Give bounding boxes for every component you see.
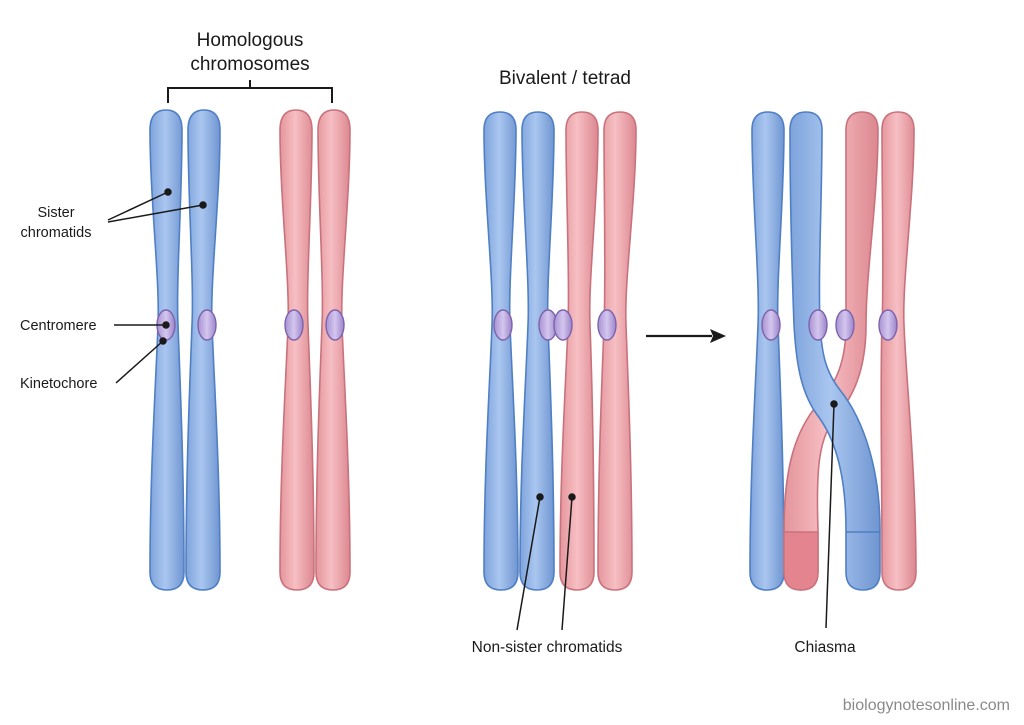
sister-chromatids-label-line1: Sister [37,205,74,221]
exchanged-segment-pink [783,531,819,591]
bivalent-group [483,111,637,631]
crossover-blue-outer [749,111,785,591]
kinetochore-pink-left [284,309,304,341]
kinetochore-crossover-3 [835,309,855,341]
leader-lines-group-1 [107,188,207,384]
non-sister-chromatids-label: Non-sister chromatids [472,639,623,656]
pink-chromatid-right [315,109,351,591]
kinetochore-pink-right [325,309,345,341]
kinetochore-bivalent-4 [597,309,617,341]
kinetochore-crossover-1 [761,309,781,341]
homologous-title-line2: chromosomes [190,54,309,75]
right-arrow-icon [646,329,726,343]
kinetochore-crossover-2 [808,309,828,341]
homologous-title-line1: Homologous [197,30,304,51]
sister-chromatids-label-line2: chromatids [21,225,92,241]
crossover-pink-outer [880,111,917,591]
kinetochore-label: Kinetochore [20,376,97,392]
leader-lines-group-2 [516,493,576,631]
kinetochore-blue-right [197,309,217,341]
bivalent-title: Bivalent / tetrad [499,68,631,89]
homologous-pair-group [107,80,351,591]
kinetochore-bivalent-1 [493,309,513,341]
kinetochore-crossover-4 [878,309,898,341]
crossover-group [749,111,917,629]
bivalent-blue-chromatid-2 [519,111,555,591]
centromere-label: Centromere [20,318,97,334]
kinetochore-bivalent-3 [553,309,573,341]
bivalent-blue-chromatid-1 [483,111,519,591]
bivalent-pink-chromatid-2 [597,111,637,591]
blue-chromatid-left [149,109,185,591]
leader-lines-group-3 [825,400,838,629]
bivalent-pink-chromatid-1 [559,111,599,591]
blue-chromatid-right [185,109,221,591]
pink-chromatid-left [279,109,315,591]
homologous-bracket [167,80,333,103]
chiasma-label: Chiasma [794,639,856,656]
watermark: biologynotesonline.com [842,697,1010,714]
crossover-blue-inner [789,111,881,591]
